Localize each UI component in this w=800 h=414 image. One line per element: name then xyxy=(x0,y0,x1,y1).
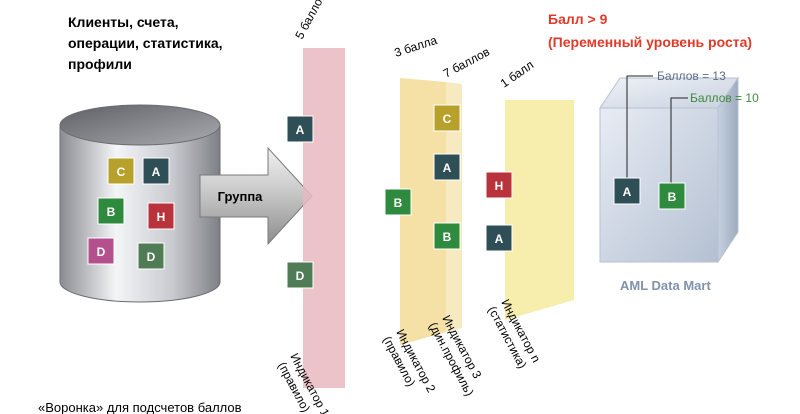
panel-indicator-n xyxy=(505,100,574,320)
panel-3-tile-2: A xyxy=(433,153,461,181)
group-arrow-label: Группа xyxy=(218,189,264,204)
score-label-indicator-3: 7 баллов xyxy=(441,45,492,81)
panel-4-tile-2-letter: A xyxy=(495,232,504,246)
panel-1-tile-2: D xyxy=(286,261,314,289)
source-tile-5-letter: D xyxy=(97,245,106,259)
panel-4-tile-2: A xyxy=(485,224,513,252)
callout-score-13: Баллов = 13 xyxy=(657,69,726,83)
source-tile-4: H xyxy=(147,202,175,230)
panel-1-tile-2-letter: D xyxy=(296,269,305,283)
panel-1-tile-1-letter: A xyxy=(296,123,305,137)
callout-score-10: Баллов = 10 xyxy=(690,91,759,105)
source-tile-5: D xyxy=(87,237,115,265)
callout-line-a xyxy=(626,75,653,180)
source-title-line-2: операции, статистика, xyxy=(68,35,223,51)
panel-indicator-1 xyxy=(303,48,345,388)
panel-3-tile-3: B xyxy=(433,222,461,250)
callout-line-b xyxy=(670,97,688,183)
source-tile-6-letter: D xyxy=(147,250,156,264)
panel-3-tile-2-letter: A xyxy=(443,161,452,175)
panel-tiles: A D B C A B H A xyxy=(286,104,513,289)
data-mart-tile-2-letter: B xyxy=(668,190,677,204)
panel-3-tile-1-letter: C xyxy=(443,112,452,126)
data-mart-cube-icon xyxy=(599,76,739,264)
indicator-label-2: Индикатор 2 (правило) xyxy=(380,327,438,395)
source-tile-3: B xyxy=(97,197,125,225)
source-title-line-1: Клиенты, счета, xyxy=(68,14,179,30)
panel-2-tile-1-letter: B xyxy=(394,196,403,210)
database-cylinder-icon xyxy=(59,104,221,303)
source-tile-1: C xyxy=(107,157,135,185)
threshold-title: Балл > 9 xyxy=(548,11,608,27)
data-mart-tile-1: A xyxy=(613,177,641,205)
source-tile-4-letter: H xyxy=(157,210,166,224)
panel-1-tile-1: A xyxy=(286,115,314,143)
source-tile-2-letter: A xyxy=(152,165,161,179)
data-mart-tile-1-letter: A xyxy=(623,185,632,199)
panel-2-tile-1: B xyxy=(384,188,412,216)
panel-indicator-3 xyxy=(446,82,462,332)
source-tile-2: A xyxy=(142,157,170,185)
panel-3-tile-3-letter: B xyxy=(443,230,452,244)
panel-3-tile-1: C xyxy=(433,104,461,132)
source-tiles: C A B H D D xyxy=(87,157,175,270)
score-label-indicator-1: 5 баллов xyxy=(292,0,328,41)
score-label-indicator-2: 3 балла xyxy=(393,33,439,60)
group-arrow: Группа xyxy=(199,146,313,246)
source-tile-3-letter: B xyxy=(107,205,116,219)
panel-4-tile-1-letter: H xyxy=(495,179,504,193)
diagram-caption: «Воронка» для подсчетов баллов xyxy=(38,400,242,414)
threshold-subtitle: (Переменный уровень роста) xyxy=(548,34,752,50)
panel-4-tile-1: H xyxy=(485,171,513,199)
panel-indicator-2 xyxy=(400,78,446,345)
source-title-line-3: профили xyxy=(68,56,132,72)
score-label-indicator-n: 1 балл xyxy=(498,58,537,91)
source-tile-1-letter: C xyxy=(117,165,126,179)
data-mart-label: AML Data Mart xyxy=(620,278,711,293)
source-tile-6: D xyxy=(137,242,165,270)
data-mart-tile-2: B xyxy=(658,182,686,210)
source-title: Клиенты, счета, операции, статистика, пр… xyxy=(68,14,223,72)
